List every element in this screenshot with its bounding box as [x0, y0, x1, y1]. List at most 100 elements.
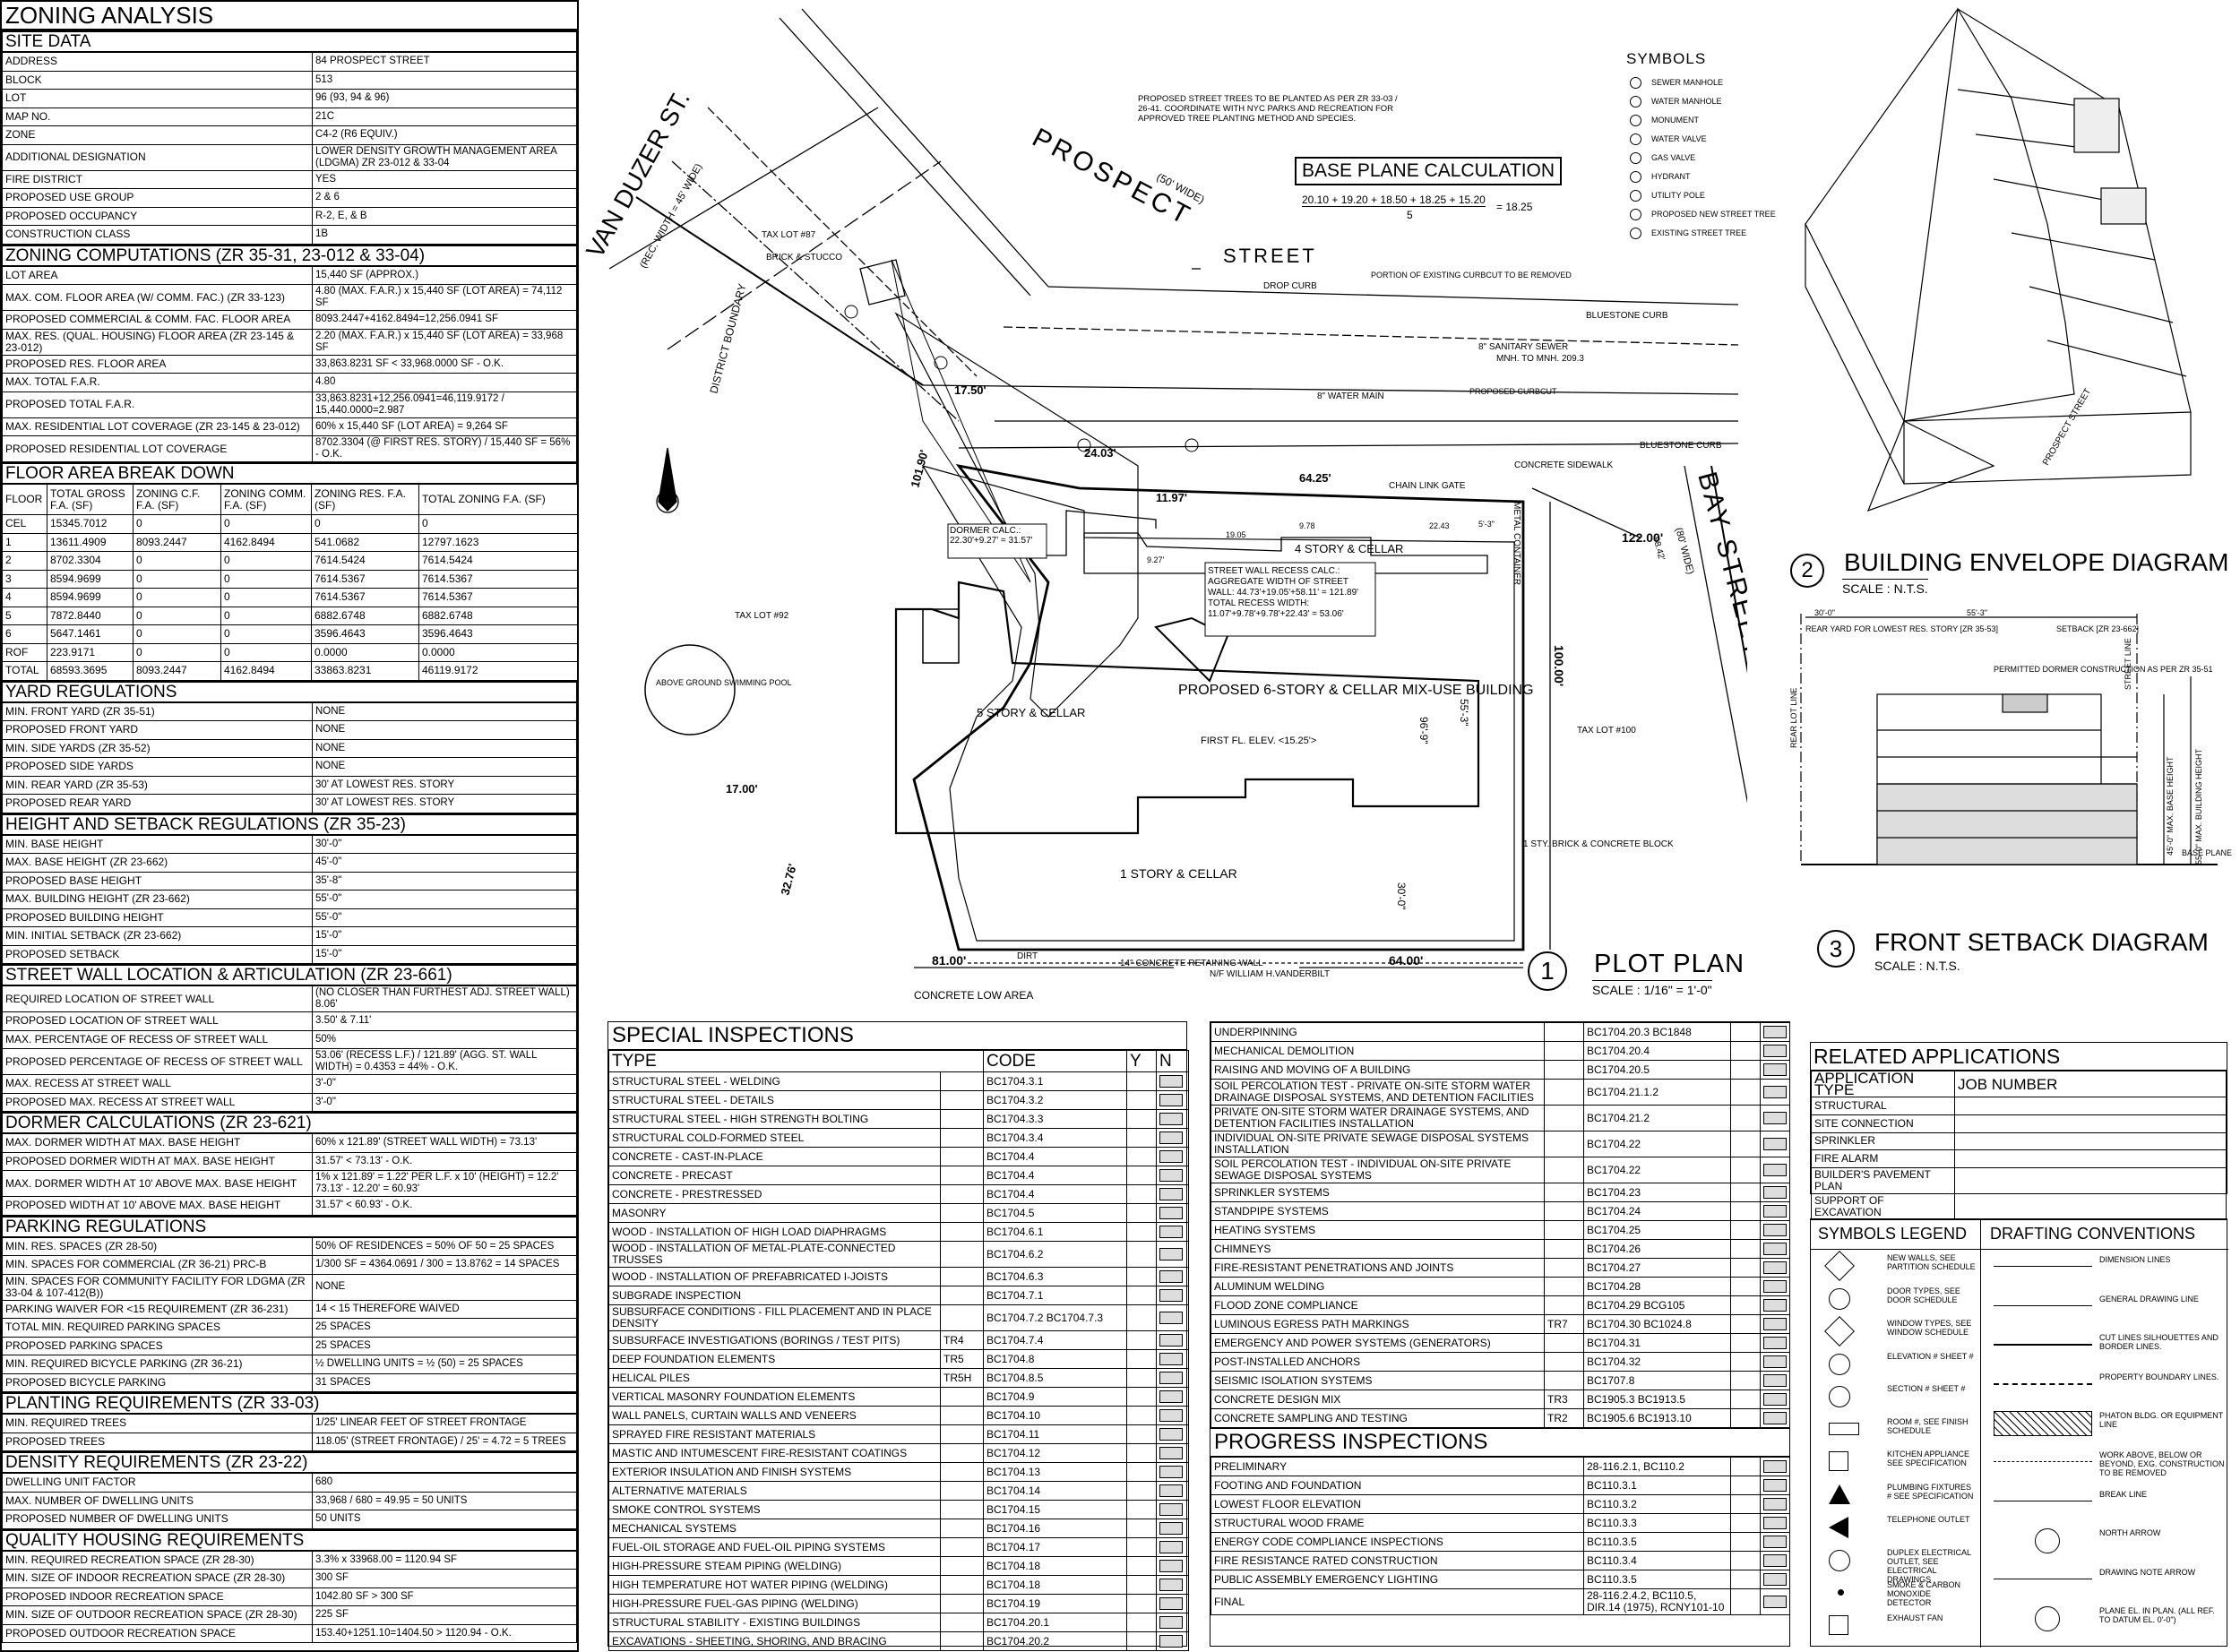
floor-cell: 0 — [220, 588, 312, 607]
no-checkbox[interactable] — [1159, 1334, 1183, 1347]
plot-symbol-row: EXISTING STREET TREE — [1626, 226, 1761, 245]
no-checkbox[interactable] — [1763, 1063, 1787, 1076]
inspection-tr — [940, 1147, 984, 1166]
no-checkbox[interactable] — [1159, 1522, 1183, 1535]
no-checkbox[interactable] — [1159, 1289, 1183, 1302]
legend-convention-text: DIMENSION LINES — [2099, 1255, 2171, 1264]
no-checkbox[interactable] — [1763, 1261, 1787, 1274]
no-checkbox[interactable] — [1159, 1466, 1183, 1478]
legend-convention-row: CUT LINES SILHOUETTES AND BORDER LINES. — [1981, 1328, 2228, 1367]
no-checkbox[interactable] — [1159, 1312, 1183, 1324]
base-plane-title: BASE PLANE CALCULATION — [1295, 157, 1563, 185]
floor-cell: 68593.3695 — [47, 661, 134, 681]
inspection-code: BC1704.10 — [983, 1406, 1127, 1425]
no-checkbox[interactable] — [1763, 1573, 1787, 1586]
related-type: SITE CONNECTION — [1811, 1114, 1955, 1133]
no-checkbox[interactable] — [1763, 1517, 1787, 1529]
no-checkbox[interactable] — [1763, 1318, 1787, 1330]
no-checkbox[interactable] — [1159, 1428, 1183, 1441]
inspection-tr — [940, 1286, 984, 1305]
no-checkbox[interactable] — [1763, 1460, 1787, 1473]
tree-icon — [1077, 438, 1091, 452]
no-checkbox[interactable] — [1159, 1113, 1183, 1125]
no-checkbox[interactable] — [1159, 1169, 1183, 1182]
no-checkbox[interactable] — [1763, 1112, 1787, 1124]
zoning-label: ADDITIONAL DESIGNATION — [2, 143, 313, 171]
yes-cell — [1126, 1286, 1157, 1305]
no-cell — [1156, 1575, 1189, 1595]
no-checkbox[interactable] — [1763, 1355, 1787, 1368]
no-checkbox[interactable] — [1159, 1075, 1183, 1088]
zoning-title: ZONING ANALYSIS — [2, 2, 577, 30]
no-checkbox[interactable] — [1763, 1337, 1787, 1349]
no-checkbox[interactable] — [1763, 1554, 1787, 1567]
zoning-row: MIN. SIZE OF INDOOR RECREATION SPACE (ZR… — [2, 1569, 577, 1588]
no-checkbox[interactable] — [1763, 1374, 1787, 1387]
no-checkbox[interactable] — [1159, 1635, 1183, 1648]
no-checkbox[interactable] — [1763, 1243, 1787, 1255]
no-checkbox[interactable] — [1159, 1597, 1183, 1610]
convention-line-icon — [1994, 1411, 2092, 1437]
no-checkbox[interactable] — [1763, 1412, 1787, 1424]
no-checkbox[interactable] — [1159, 1207, 1183, 1219]
no-checkbox[interactable] — [1159, 1188, 1183, 1200]
yes-cell — [1126, 1368, 1157, 1388]
no-checkbox[interactable] — [1159, 1484, 1183, 1497]
no-checkbox[interactable] — [1763, 1086, 1787, 1098]
inspection-row: WOOD - INSTALLATION OF PREFABRICATED I-J… — [608, 1267, 1189, 1286]
no-checkbox[interactable] — [1159, 1503, 1183, 1516]
no-checkbox[interactable] — [1159, 1150, 1183, 1163]
no-checkbox[interactable] — [1159, 1270, 1183, 1283]
zoning-row: MIN. SIZE OF OUTDOOR RECREATION SPACE (Z… — [2, 1605, 577, 1625]
no-checkbox[interactable] — [1159, 1131, 1183, 1144]
setback-rear-yard: REAR YARD FOR LOWEST RES. STORY [ZR 35-5… — [1805, 624, 1998, 633]
no-checkbox[interactable] — [1763, 1536, 1787, 1548]
no-checkbox[interactable] — [1763, 1138, 1787, 1150]
plot-plan-svg: PROSPECT (50' WIDE) STREET VAN DUZER ST.… — [581, 8, 1788, 1002]
inspection-tr — [940, 1575, 984, 1595]
no-checkbox[interactable] — [1159, 1409, 1183, 1422]
one-sty-brick: 1 STY. BRICK & CONCRETE BLOCK — [1523, 839, 1674, 849]
no-checkbox[interactable] — [1763, 1164, 1787, 1176]
no-checkbox[interactable] — [1159, 1447, 1183, 1459]
no-checkbox[interactable] — [1159, 1579, 1183, 1591]
no-checkbox[interactable] — [1159, 1372, 1183, 1384]
floor-cell: 5647.1461 — [47, 624, 134, 644]
no-checkbox[interactable] — [1763, 1045, 1787, 1057]
no-checkbox[interactable] — [1159, 1094, 1183, 1106]
no-checkbox[interactable] — [1763, 1186, 1787, 1199]
envelope-scale: SCALE : N.T.S. — [1842, 579, 1928, 596]
no-checkbox[interactable] — [1159, 1248, 1183, 1261]
no-checkbox[interactable] — [1763, 1026, 1787, 1038]
no-checkbox[interactable] — [1763, 1393, 1787, 1406]
no-checkbox[interactable] — [1159, 1353, 1183, 1365]
no-cell — [1156, 1406, 1189, 1425]
no-checkbox[interactable] — [1763, 1280, 1787, 1293]
setback-label: SETBACK [ZR 23-662] — [2056, 624, 2139, 633]
legend-symbol-text: KITCHEN APPLIANCE SEE SPECIFICATION — [1887, 1450, 1970, 1467]
zoning-label: PROPOSED TREES — [2, 1432, 313, 1451]
floor-cell: CEL — [2, 514, 47, 534]
no-checkbox[interactable] — [1159, 1390, 1183, 1403]
dim-2403: 24.03' — [1084, 446, 1116, 460]
zoning-value: 4.80 (MAX. F.A.R.) x 15,440 SF (LOT AREA… — [312, 284, 577, 311]
no-checkbox[interactable] — [1763, 1479, 1787, 1492]
no-checkbox[interactable] — [1763, 1224, 1787, 1236]
no-checkbox[interactable] — [1763, 1299, 1787, 1312]
no-checkbox[interactable] — [1159, 1226, 1183, 1238]
inspection-row: STRUCTURAL STABILITY - EXISTING BUILDING… — [608, 1613, 1189, 1632]
no-checkbox[interactable] — [1159, 1616, 1183, 1629]
no-checkbox[interactable] — [1763, 1498, 1787, 1510]
inspection-tr — [1544, 1239, 1584, 1259]
no-checkbox[interactable] — [1763, 1205, 1787, 1217]
zoning-label: PARKING WAIVER FOR <15 REQUIREMENT (ZR 3… — [2, 1299, 313, 1319]
no-checkbox[interactable] — [1159, 1560, 1183, 1572]
no-checkbox[interactable] — [1159, 1541, 1183, 1553]
inspection-tr: TR7 — [1544, 1314, 1584, 1334]
no-checkbox[interactable] — [1763, 1596, 1787, 1608]
